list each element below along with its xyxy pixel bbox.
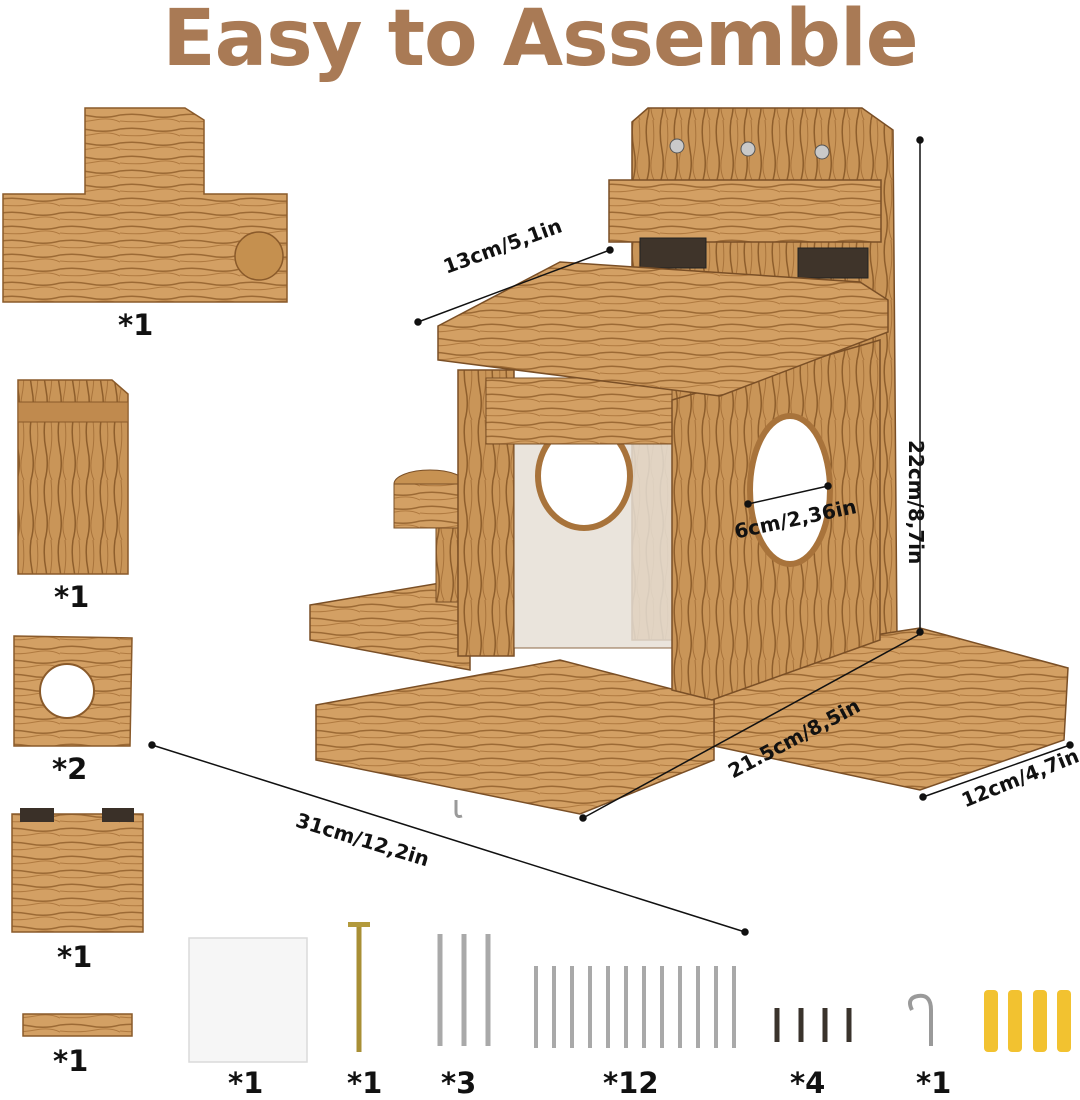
qty-cup-hook: *1 [916,1066,952,1100]
part-side-panel [17,379,129,575]
qty-tiny-screws: *4 [790,1066,826,1100]
wall-anchors [984,990,1071,1052]
cup-hook [908,993,933,1046]
long-screw [348,922,370,1052]
tiny-screws [774,1008,852,1042]
qty-lid-with-hinges: *1 [57,940,93,974]
qty-roof-back-panel: *1 [118,308,154,342]
acrylic-sheet [188,937,308,1063]
qty-medium-screws: *3 [441,1066,477,1100]
qty-long-screw: *1 [347,1066,383,1100]
part-hole-panel [13,635,133,747]
part-lid-with-hinges [11,808,144,933]
qty-strip: *1 [53,1044,89,1078]
qty-short-screws: *12 [603,1066,659,1100]
qty-hole-panel: *2 [52,752,88,786]
page-title: Easy to Assemble [162,0,918,84]
part-strip [22,1013,133,1037]
short-screws [534,966,736,1048]
medium-screws [437,934,491,1046]
qty-acrylic-sheet: *1 [228,1066,264,1100]
qty-side-panel: *1 [54,580,90,614]
part-roof-back-panel [2,107,288,303]
dimension-lines [148,136,1074,936]
dimension-height: 22cm/8,7in [904,440,928,565]
assembled-feeder [309,107,1069,818]
